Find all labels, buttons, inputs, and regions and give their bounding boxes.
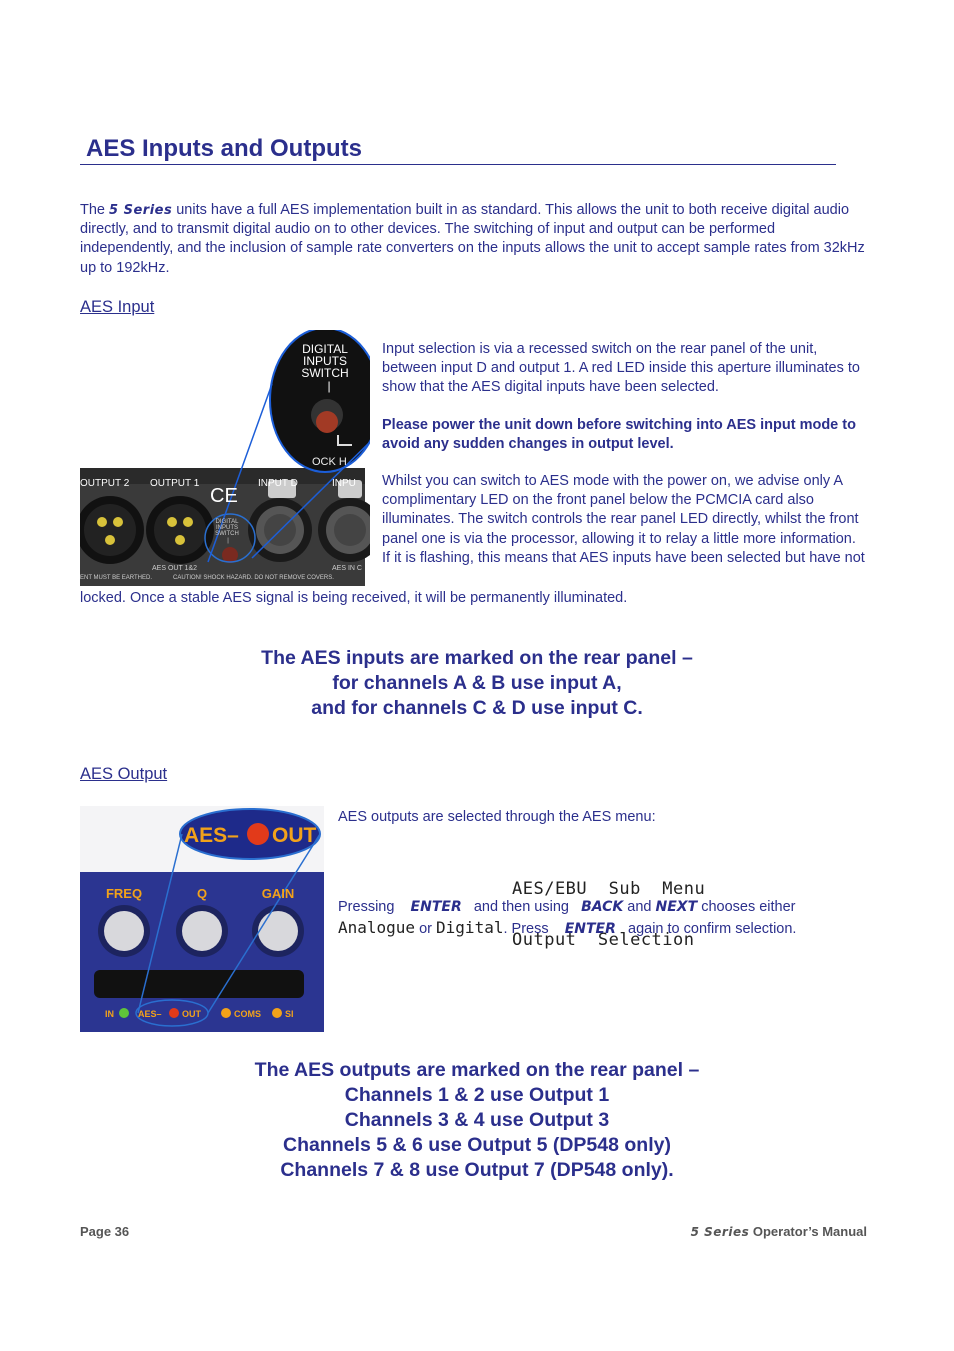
rear-panel-image: DIGITAL INPUTS SWITCH | OCK H OUTPUT 2 O… (76, 327, 382, 588)
or-text: or (419, 921, 432, 937)
led-out-label: OUT (182, 1009, 202, 1019)
knob-q-label: Q (197, 886, 207, 901)
back-key: BACK (581, 899, 624, 915)
aes-input-p1: Input selection is via a recessed switch… (382, 341, 860, 396)
aes-input-p3a: If it is flashing, this means that AES i… (382, 549, 865, 566)
aes-input-callout: The AES inputs are marked on the rear pa… (80, 646, 874, 721)
led-si-label: SI (285, 1009, 294, 1019)
aes-output-p1: AES outputs are selected through the AES… (338, 809, 656, 825)
digital-option: Digital (436, 918, 504, 937)
intro-paragraph: The 5 Series units have a full AES imple… (80, 201, 870, 278)
enter-key: ENTER (410, 899, 462, 915)
enter-key-2: ENTER (564, 921, 616, 937)
page-title-text: AES Inputs and Outputs (86, 135, 362, 162)
pressing-text: Pressing (338, 899, 395, 915)
aes-output-callout: The AES outputs are marked on the rear p… (80, 1058, 874, 1183)
partial-label: OCK H (312, 456, 347, 468)
analogue-option: Analogue (338, 918, 416, 937)
chooses-text: chooses either (701, 899, 796, 915)
aes-input-warning: Please power the unit down before switch… (382, 416, 856, 452)
aes-output-instructions-2: Analogue or Digital. Press ENTER again t… (338, 918, 868, 939)
intro-the: The (80, 202, 105, 218)
aes-out-label: AES OUT 1&2 (152, 565, 197, 572)
footer-manual-text: Operator’s Manual (749, 1224, 867, 1239)
switch-label-1: DIGITAL (302, 342, 348, 356)
led-in-label: IN (105, 1009, 114, 1019)
input-d-label: INPUT D (258, 478, 298, 489)
knob-gain-label: GAIN (262, 886, 295, 901)
aes-output-heading: AES Output (80, 765, 168, 783)
aes-output-callout-line1: The AES outputs are marked on the rear p… (254, 1059, 700, 1081)
aes-input-heading: AES Input (80, 298, 155, 316)
press-text: . Press (503, 921, 549, 937)
aes-output-instructions-1: Pressing ENTER and then using BACK and N… (338, 898, 868, 917)
ce-mark: CE (210, 485, 238, 507)
aes-output-callout-line5: Channels 7 & 8 use Output 7 (DP548 only)… (280, 1159, 674, 1181)
next-key: NEXT (655, 899, 698, 915)
front-panel-svg: AES– OUT FREQ Q GAIN IN AES– OUT COMS SI (80, 806, 324, 1032)
shock-warning: CAUTION! SHOCK HAZARD. DO NOT REMOVE COV… (173, 575, 334, 581)
footer-brand: 5 Series (690, 1225, 750, 1239)
earth-warning: ENT MUST BE EARTHED. (80, 575, 152, 581)
lcd-display: AES/EBU Sub Menu Output Selection (512, 847, 705, 966)
lcd-line2: Output Selection (512, 930, 695, 950)
aes-output-callout-line2: Channels 1 & 2 use Output 1 (344, 1084, 610, 1106)
page-title: AES Inputs and Outputs (80, 134, 836, 165)
footer-manual: 5 Series Operator’s Manual (691, 1224, 867, 1239)
lcd-line1: AES/EBU Sub Menu (512, 879, 706, 899)
led-aes-label: AES– (138, 1009, 162, 1019)
intro-text: units have a full AES implementation bui… (80, 202, 865, 276)
again-text: again to confirm selection. (628, 921, 797, 937)
rear-panel-svg: DIGITAL INPUTS SWITCH | OCK H OUTPUT 2 O… (76, 327, 382, 586)
aes-in-label: AES IN C (332, 565, 362, 572)
switch-label-2: INPUTS (303, 354, 347, 368)
and-text: and (627, 899, 652, 915)
aes-input-callout-line3: and for channels C & D use input C. (311, 697, 643, 719)
small-switch-label-3: SWITCH (215, 531, 239, 537)
and-then-text: and then using (473, 899, 569, 915)
small-switch-label-2: INPUTS (216, 525, 238, 531)
big-out-label: OUT (272, 824, 317, 847)
switch-label-3: SWITCH (301, 366, 348, 380)
aes-input-p2: Whilst you can switch to AES mode with t… (382, 473, 859, 547)
aes-input-text: Input selection is via a recessed switch… (382, 340, 867, 568)
small-switch-label-4: | (227, 538, 229, 544)
output1-label: OUTPUT 1 (150, 478, 200, 489)
aes-input-callout-line2: for channels A & B use input A, (332, 672, 622, 694)
aes-input-p3b: locked. Once a stable AES signal is bein… (80, 590, 628, 606)
small-switch-label-1: DIGITAL (216, 519, 240, 525)
output2-label: OUTPUT 2 (80, 478, 130, 489)
input-c-label: INPU (332, 478, 356, 489)
aes-output-callout-line3: Channels 3 & 4 use Output 3 (344, 1109, 610, 1131)
page-number: Page 36 (80, 1224, 130, 1239)
brand-name: 5 Series (109, 203, 173, 218)
led-coms-label: COMS (234, 1009, 261, 1019)
big-aes-label: AES– (184, 824, 239, 847)
aes-output-callout-line4: Channels 5 & 6 use Output 5 (DP548 only) (283, 1134, 671, 1156)
aes-input-callout-line1: The AES inputs are marked on the rear pa… (261, 647, 693, 669)
switch-label-4: | (327, 379, 330, 393)
front-panel-image: AES– OUT FREQ Q GAIN IN AES– OUT COMS SI (80, 806, 328, 1034)
knob-freq-label: FREQ (106, 886, 142, 901)
